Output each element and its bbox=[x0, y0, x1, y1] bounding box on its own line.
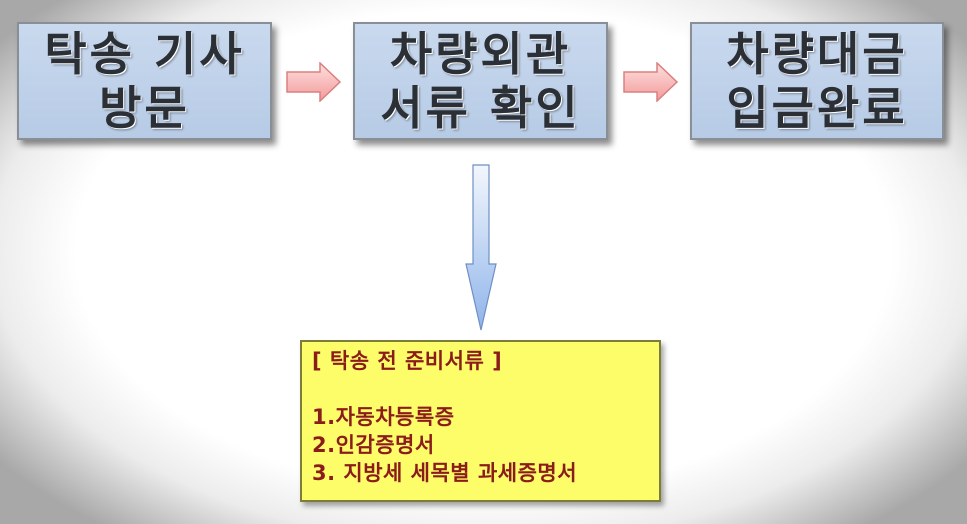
step-label-line2: 서류 확인 bbox=[380, 81, 581, 135]
down-arrow-icon bbox=[465, 164, 497, 331]
step-box-payment-complete: 차량대금 입금완료 bbox=[690, 22, 944, 140]
step-box-vehicle-check: 차량외관 서류 확인 bbox=[353, 22, 608, 140]
step-label-line1: 차량대금 bbox=[726, 27, 908, 81]
required-documents-box: [ 탁송 전 준비서류 ] 1.자동차등록증 2.인감증명서 3. 지방세 세목… bbox=[300, 340, 661, 502]
step-label-line1: 차량외관 bbox=[389, 27, 572, 81]
document-item: 3. 지방세 세목별 과세증명서 bbox=[312, 461, 578, 485]
step-box-courier-visit: 탁송 기사 방문 bbox=[17, 22, 272, 140]
documents-title: [ 탁송 전 준비서류 ] bbox=[312, 349, 503, 373]
document-item: 2.인감증명서 bbox=[312, 433, 435, 457]
step-label-line2: 입금완료 bbox=[726, 81, 908, 135]
document-item: 1.자동차등록증 bbox=[312, 405, 455, 429]
step-label-line1: 탁송 기사 bbox=[44, 27, 245, 81]
step-label-line2: 방문 bbox=[99, 81, 190, 135]
right-arrow-icon bbox=[623, 62, 679, 102]
spacer bbox=[312, 375, 649, 403]
right-arrow-icon bbox=[286, 62, 342, 102]
